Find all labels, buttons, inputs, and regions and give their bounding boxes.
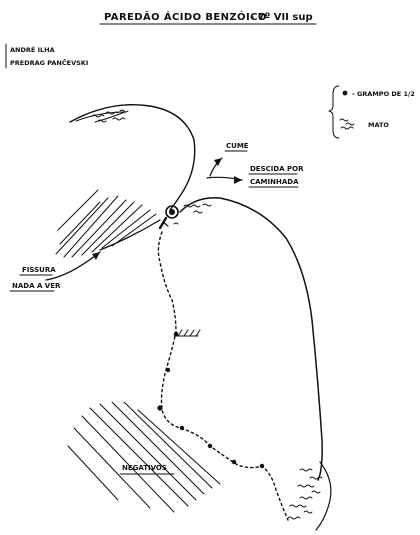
bolt-icon	[179, 425, 185, 431]
top-bushes	[173, 203, 212, 225]
legend-brace	[328, 85, 340, 139]
bolt-icon	[207, 443, 213, 449]
bolt-icon	[173, 331, 179, 337]
bottom-bushes	[287, 468, 323, 520]
descent-label-line1: DESCIDA POR	[250, 165, 304, 173]
overhangs-label: NEGATIVOS	[122, 464, 167, 472]
bolt-icon	[157, 405, 163, 411]
bolt-icon	[259, 463, 265, 469]
overhangs-hatching	[67, 401, 221, 513]
bottom-right-bank	[315, 461, 332, 531]
summit-arrow: CUME	[209, 142, 249, 177]
descent-arrow: DESCIDA POR CAMINHADA	[206, 165, 304, 188]
title-block: PAREDÃO ÁCIDO BENZÓICO - 7º VII sup	[99, 10, 317, 25]
crack-label-line2: NADA A VER	[12, 282, 61, 290]
upper-wall	[69, 104, 196, 211]
bolt-icon	[165, 367, 171, 373]
main-wall-outline	[179, 197, 323, 481]
legend-bush-label: MATO	[368, 121, 389, 129]
small-ledge	[173, 329, 201, 337]
summit-label: CUME	[226, 142, 249, 150]
route-line	[157, 231, 289, 521]
author-1: ANDRÉ ILHA	[10, 45, 55, 54]
route-grade: - 7º VII sup	[250, 12, 313, 23]
authors: ANDRÉ ILHA PREDRAG PANČEVSKI	[5, 43, 88, 69]
author-2: PREDRAG PANČEVSKI	[10, 58, 88, 67]
descent-label-line2: CAMINHADA	[250, 178, 299, 186]
route-title: PAREDÃO ÁCIDO BENZÓICO	[104, 10, 267, 23]
slab-edge	[99, 219, 161, 251]
route-bolts	[157, 331, 265, 469]
top-anchor-icon	[158, 205, 179, 230]
legend-bolt-icon	[342, 90, 348, 96]
left-slab-hatching	[55, 189, 157, 258]
legend-bush-icon	[339, 118, 355, 130]
crack-label-line1: FISSURA	[22, 266, 56, 274]
crack-arrow: FISSURA NADA A VER	[9, 251, 101, 292]
bolt-icon	[231, 459, 237, 465]
upper-wall-bushes	[91, 109, 129, 123]
legend: - GRAMPO DE 1/2 MATO	[328, 85, 415, 139]
legend-bolt-label: - GRAMPO DE 1/2	[352, 90, 415, 98]
